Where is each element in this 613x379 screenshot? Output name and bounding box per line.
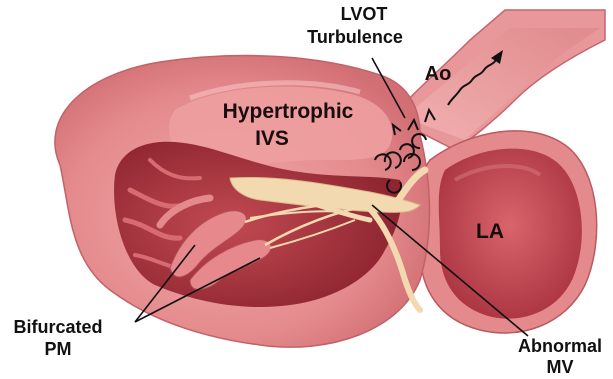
turbulence-label: Turbulence: [307, 27, 403, 47]
ivs-label: IVS: [255, 127, 289, 150]
left-atrium: [419, 131, 596, 333]
lvot-label: LVOT: [341, 4, 388, 24]
ao-label: Ao: [425, 63, 452, 85]
mv-label: MV: [547, 357, 574, 377]
hypertrophic-label: Hypertrophic: [223, 100, 354, 123]
la-label: LA: [476, 220, 504, 243]
pm-label: PM: [45, 339, 72, 359]
abnormal-label: Abnormal: [518, 336, 602, 356]
bifurcated-label: Bifurcated: [13, 317, 102, 337]
